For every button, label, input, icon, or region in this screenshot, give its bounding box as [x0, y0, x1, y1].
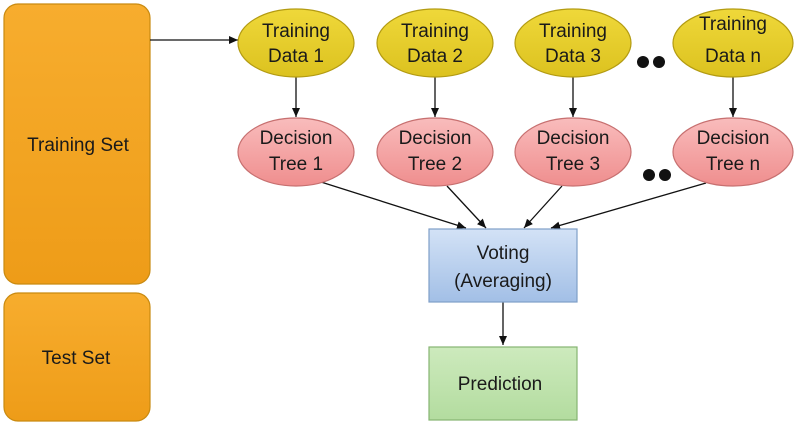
training-data-node-1: Training Data 1: [237, 8, 355, 78]
decision-tree-n-line1: Decision: [697, 128, 770, 149]
arrow-tree2-to-voting: [446, 185, 487, 229]
more-trees-dots-icon: [643, 169, 671, 181]
decision-tree-n-line2: Tree n: [706, 154, 760, 175]
prediction-box: Prediction: [428, 346, 578, 421]
decision-tree-2-line1: Decision: [399, 128, 472, 149]
decision-tree-1-line2: Tree 1: [269, 154, 323, 175]
training-set-block: [3, 3, 151, 285]
training-set-label: Training Set: [27, 135, 129, 156]
voting-line1: Voting: [477, 243, 530, 264]
arrow-tree1-to-voting: [320, 181, 467, 230]
arrow-tree3-to-voting: [523, 185, 563, 229]
training-data-node-2: Training Data 2: [376, 8, 494, 78]
decision-tree-1-line1: Decision: [260, 128, 333, 149]
prediction-label: Prediction: [458, 374, 543, 395]
decision-tree-2-line2: Tree 2: [408, 154, 462, 175]
training-data-1-line1: Training: [262, 21, 330, 42]
decision-tree-node-3: Decision Tree 3: [514, 117, 632, 187]
decision-tree-node-1: Decision Tree 1: [237, 117, 355, 187]
decision-tree-3-line2: Tree 3: [546, 154, 600, 175]
voting-box: Voting (Averaging): [428, 228, 578, 303]
training-data-n-line1: Training: [699, 14, 767, 35]
decision-tree-node-2: Decision Tree 2: [376, 117, 494, 187]
voting-line2: (Averaging): [454, 271, 552, 292]
test-set-label: Test Set: [42, 348, 111, 369]
training-data-2-line2: Data 2: [407, 46, 463, 67]
more-data-dots-icon: [637, 56, 665, 68]
training-data-3-line1: Training: [539, 21, 607, 42]
decision-tree-3-line1: Decision: [537, 128, 610, 149]
training-data-1-line2: Data 1: [268, 46, 324, 67]
decision-tree-node-n: Decision Tree n: [672, 117, 794, 187]
training-data-node-n: Training Data n: [672, 8, 794, 78]
connectors: [150, 36, 737, 345]
test-set-block: [3, 292, 151, 422]
training-data-3-line2: Data 3: [545, 46, 601, 67]
arrow-treen-to-voting: [550, 182, 707, 230]
training-data-2-line1: Training: [401, 21, 469, 42]
training-data-n-line2: Data n: [705, 46, 761, 67]
training-data-node-3: Training Data 3: [514, 8, 632, 78]
